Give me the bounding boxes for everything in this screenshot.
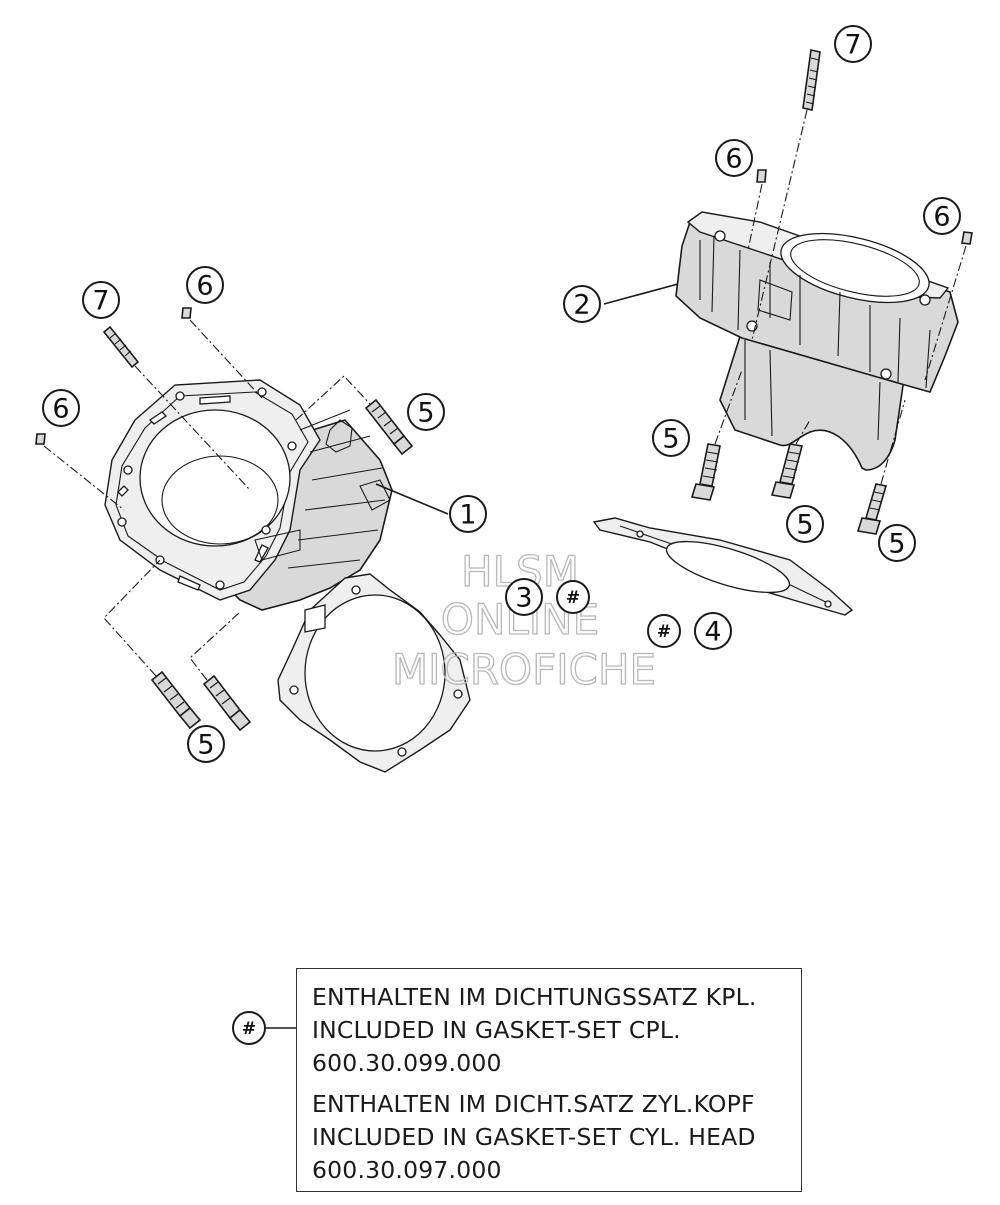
svg-text:5: 5 <box>662 424 679 455</box>
callout-6-left-upper[interactable]: 6 <box>186 266 224 304</box>
dowel-rear-right[interactable] <box>961 231 973 245</box>
svg-text:#: # <box>242 1019 256 1039</box>
callout-2[interactable]: 2 <box>563 285 601 323</box>
svg-text:6: 6 <box>933 202 950 233</box>
hash-marker-3: # <box>556 580 590 614</box>
callout-6-right[interactable]: 6 <box>923 197 961 235</box>
callout-6-top[interactable]: 6 <box>715 139 753 177</box>
head-gasket-rear[interactable] <box>592 517 854 616</box>
legend-part-number: 600.30.097.000 <box>312 1156 502 1184</box>
svg-text:#: # <box>566 588 580 608</box>
watermark-line3: MICROFICHE <box>392 645 656 694</box>
callout-5-right-a[interactable]: 5 <box>652 419 690 457</box>
bolt-front-lower-b[interactable] <box>202 674 252 732</box>
callout-5-left-upper[interactable]: 5 <box>407 393 445 431</box>
legend-line-english: INCLUDED IN GASKET-SET CPL. <box>312 1016 681 1044</box>
callout-1[interactable]: 1 <box>449 495 487 533</box>
legend-part-number: 600.30.099.000 <box>312 1049 502 1077</box>
svg-text:5: 5 <box>197 730 214 761</box>
dowel-front-upper[interactable] <box>181 307 192 319</box>
legend-group-gasket-set-head: ENTHALTEN IM DICHT.SATZ ZYL.KOPF INCLUDE… <box>312 1088 801 1187</box>
svg-text:#: # <box>657 622 671 642</box>
bolt-front-lower-a[interactable] <box>150 670 202 730</box>
callout-5-left-lower[interactable]: 5 <box>187 725 225 763</box>
svg-text:5: 5 <box>796 510 813 541</box>
bolt-rear-c[interactable] <box>856 483 888 535</box>
svg-text:5: 5 <box>417 398 434 429</box>
base-gasket-front[interactable] <box>277 573 471 773</box>
bolt-rear-b[interactable] <box>770 443 803 499</box>
svg-text:4: 4 <box>704 617 721 648</box>
stud-front[interactable] <box>102 325 140 369</box>
dowel-front-left[interactable] <box>35 433 46 445</box>
callout-3[interactable]: 3 <box>505 578 543 616</box>
dowel-rear-left[interactable] <box>756 169 767 183</box>
hash-marker-4: # <box>647 614 681 648</box>
svg-text:1: 1 <box>459 500 476 531</box>
svg-text:7: 7 <box>844 30 861 61</box>
svg-text:7: 7 <box>92 286 109 317</box>
legend-line-german: ENTHALTEN IM DICHT.SATZ ZYL.KOPF <box>312 1090 755 1118</box>
svg-text:3: 3 <box>515 583 532 614</box>
legend-line-german: ENTHALTEN IM DICHTUNGSSATZ KPL. <box>312 983 757 1011</box>
callout-7-top[interactable]: 7 <box>834 25 872 63</box>
legend-group-gasket-set-complete: ENTHALTEN IM DICHTUNGSSATZ KPL. INCLUDED… <box>312 981 801 1080</box>
svg-text:6: 6 <box>725 144 742 175</box>
bolt-rear-a[interactable] <box>690 443 721 501</box>
svg-text:6: 6 <box>196 271 213 302</box>
callout-4[interactable]: 4 <box>694 612 732 650</box>
svg-text:6: 6 <box>52 394 69 425</box>
cylinder-front[interactable] <box>104 379 393 611</box>
legend-line-english: INCLUDED IN GASKET-SET CYL. HEAD <box>312 1123 756 1151</box>
callout-7-left[interactable]: 7 <box>82 281 120 319</box>
callout-5-right-c[interactable]: 5 <box>878 524 916 562</box>
svg-text:2: 2 <box>573 290 590 321</box>
stud-rear[interactable] <box>802 49 821 111</box>
legend-box: ENTHALTEN IM DICHTUNGSSATZ KPL. INCLUDED… <box>296 968 802 1192</box>
bolt-front-upper[interactable] <box>364 398 414 456</box>
legend-hash-marker: # <box>232 1011 266 1045</box>
cylinder-rear[interactable] <box>675 211 959 471</box>
watermark: HLSM ONLINE MICROFICHE <box>391 546 656 694</box>
callout-6-left[interactable]: 6 <box>42 389 80 427</box>
svg-text:5: 5 <box>888 529 905 560</box>
callout-5-right-b[interactable]: 5 <box>786 505 824 543</box>
